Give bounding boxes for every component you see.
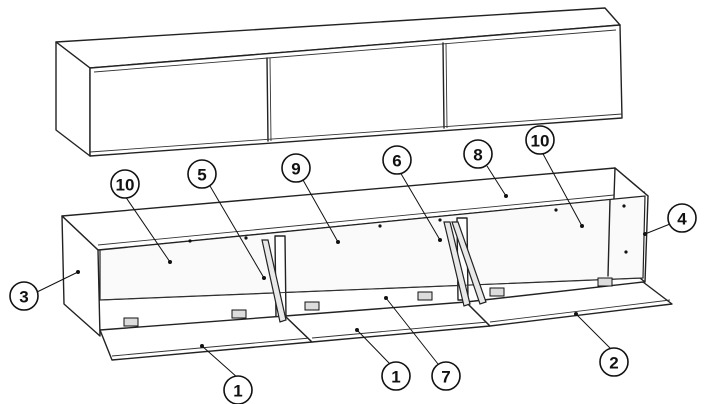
callout-label: 3 (19, 288, 28, 307)
callout-6: 6 (382, 145, 412, 175)
callout-label: 1 (391, 368, 400, 387)
callout-10-left: 10 (110, 169, 140, 199)
callout-label: 1 (233, 382, 242, 401)
callout-label: 10 (531, 132, 550, 151)
callout-9: 9 (281, 153, 311, 183)
callout-2: 2 (599, 347, 629, 377)
callout-5: 5 (187, 159, 217, 189)
callout-1-left: 1 (223, 375, 253, 404)
callout-label: 5 (197, 166, 206, 185)
leader-lines (36, 151, 671, 379)
callout-10-right: 10 (525, 125, 555, 155)
callout-label: 2 (609, 354, 618, 373)
callout-label: 9 (291, 160, 300, 179)
callout-8: 8 (463, 139, 493, 169)
callout-1-middle: 1 (381, 361, 411, 391)
open-cabinet (61, 167, 673, 361)
callout-label: 6 (392, 152, 401, 171)
closed-cabinet (55, 7, 623, 157)
callout-label: 10 (116, 176, 135, 195)
callout-label: 4 (677, 210, 687, 229)
callout-3: 3 (9, 281, 39, 311)
callout-7: 7 (431, 361, 461, 391)
callout-label: 7 (441, 368, 450, 387)
callout-4: 4 (667, 203, 697, 233)
callout-label: 8 (473, 146, 482, 165)
